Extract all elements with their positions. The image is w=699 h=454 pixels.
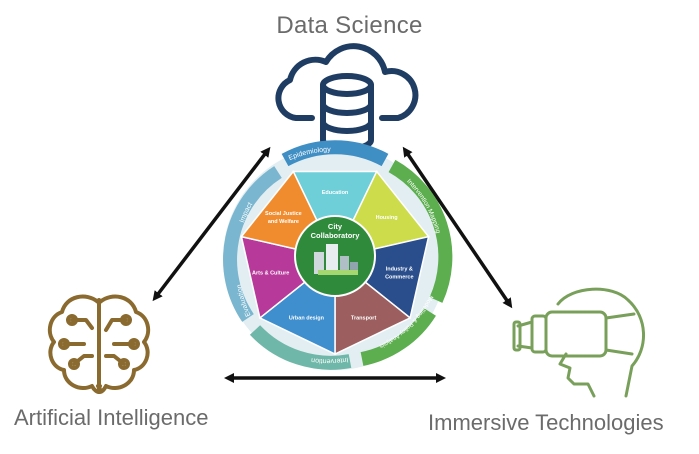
segment-label-social-justice-and-welfare: and Welfare <box>268 219 299 225</box>
center-title-line-1: City <box>328 222 343 231</box>
segment-label-education: Education <box>322 190 349 196</box>
arrow-ai-to-datascience <box>152 146 271 302</box>
center-title-line-2: Collaboratory <box>311 231 361 240</box>
segment-label-transport: Transport <box>351 316 377 322</box>
segment-label-urban-design: Urban design <box>289 316 325 322</box>
segment-label-industry-commerce: Industry & <box>386 267 413 273</box>
vr-headset-icon <box>512 287 645 398</box>
segment-label-housing: Housing <box>376 215 398 221</box>
ring-arc-lightblue <box>223 166 282 322</box>
immersive-technologies-label: Immersive Technologies <box>428 410 664 435</box>
arrow-datascience-to-immersive <box>402 146 513 309</box>
segment-label-social-justice-and-welfare: Social Justice <box>265 211 302 217</box>
artificial-intelligence-label: Artificial Intelligence <box>14 405 209 430</box>
ring-arc-green-lower <box>360 308 436 366</box>
brain-circuit-icon <box>47 294 151 394</box>
ring-arc-blue <box>281 140 389 167</box>
segment-label-arts-culture: Arts & Culture <box>252 271 289 277</box>
ring-label-intervention: Intervention <box>311 356 349 365</box>
data-science-label: Data Science <box>276 12 423 39</box>
cloud-database-icon <box>275 43 419 152</box>
city-buildings-icon <box>314 244 358 275</box>
segment-label-industry-commerce: Commerce <box>385 275 413 281</box>
ring-arc-teal <box>249 325 352 370</box>
ring-arc-green-right <box>388 159 453 303</box>
